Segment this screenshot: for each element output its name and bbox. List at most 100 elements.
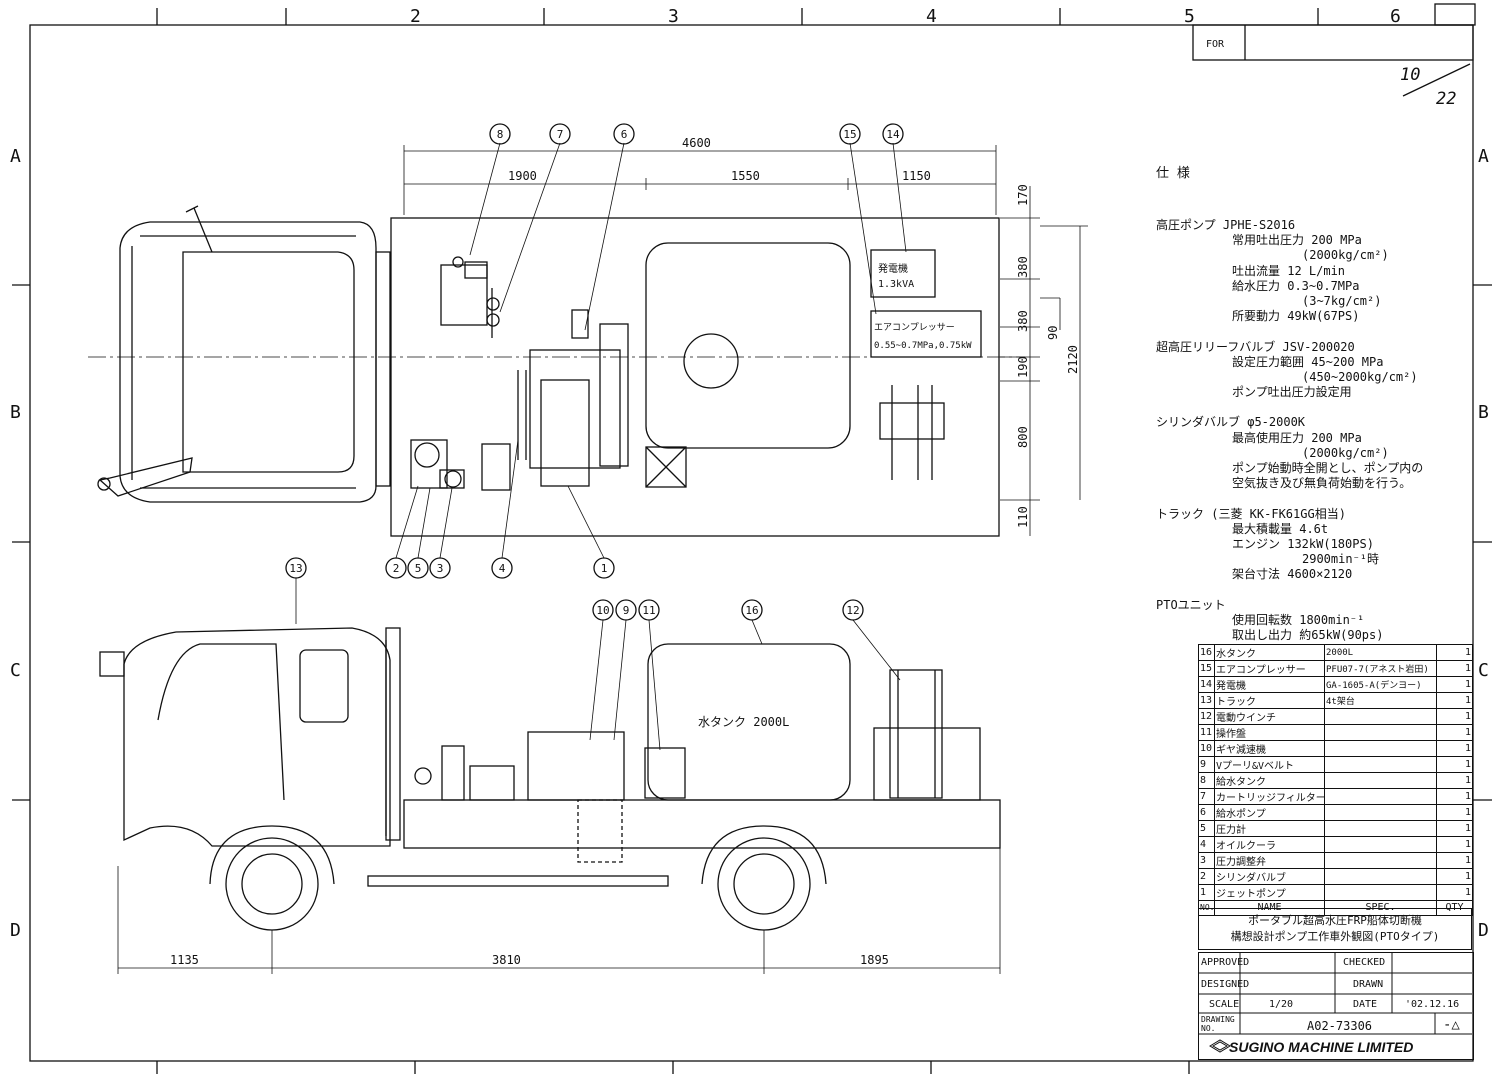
part-qty: 1	[1436, 740, 1473, 757]
part-name: オイルクーラ	[1214, 836, 1325, 853]
dim-text: 170	[1016, 184, 1030, 206]
row-label: C	[1478, 660, 1489, 681]
header-spec: SPEC.	[1324, 900, 1437, 916]
page-number: 10	[1400, 65, 1420, 85]
designed-label: DESIGNED	[1201, 979, 1250, 990]
spec-line	[1156, 583, 1423, 598]
part-qty: 1	[1436, 692, 1473, 709]
callout-number: 2	[393, 562, 400, 575]
generator-kva: 1.3kVA	[878, 279, 914, 290]
part-name: 発電機	[1214, 676, 1325, 693]
header-qty: QTY	[1436, 900, 1473, 916]
plan-tank	[645, 242, 851, 449]
part-name: ギヤ減速機	[1214, 740, 1325, 757]
spec-line: 最大積載量 4.6t	[1232, 521, 1329, 536]
scale-value: 1/20	[1269, 999, 1294, 1010]
spec-line: 吐出流量 12 L/min	[1232, 263, 1346, 278]
part-name: 電動ウインチ	[1214, 708, 1325, 725]
callout-circles	[285, 123, 904, 621]
part-spec	[1324, 708, 1437, 725]
spec-title: 仕 様	[1156, 166, 1190, 182]
compressor-spec: 0.55~0.7MPa,0.75kW	[874, 341, 972, 351]
callout-number: 15	[843, 128, 856, 141]
callout-number: 5	[415, 562, 422, 575]
approved-label: APPROVED	[1201, 957, 1250, 968]
dim-text: 90	[1046, 326, 1060, 340]
spec-line: 常用吐出圧力 200 MPa	[1232, 233, 1362, 248]
part-qty: 1	[1436, 788, 1473, 805]
callout-number: 13	[289, 562, 302, 575]
part-qty: 1	[1436, 884, 1473, 901]
spec-line: 最高使用圧力 200 MPa	[1232, 430, 1362, 445]
spec-line: (2000kg/cm²)	[1302, 445, 1389, 460]
row-label: B	[1478, 402, 1489, 423]
part-name: 給水タンク	[1214, 772, 1325, 789]
drawing-no-label: DRAWING NO.	[1201, 1015, 1235, 1033]
part-spec	[1324, 884, 1437, 901]
part-qty: 1	[1436, 852, 1473, 869]
spec-line: 給水圧力 0.3~0.7MPa	[1232, 278, 1360, 293]
spec-line	[1156, 400, 1423, 415]
side-bed	[403, 799, 1001, 849]
tank-label: 水タンク 2000L	[698, 715, 789, 729]
part-spec	[1324, 852, 1437, 869]
dim-text: 110	[1016, 506, 1030, 528]
part-no: 9	[1198, 756, 1215, 773]
part-no: 11	[1198, 724, 1215, 741]
part-spec	[1324, 724, 1437, 741]
part-no: 6	[1198, 804, 1215, 821]
date-value: '02.12.16	[1405, 999, 1460, 1010]
sheet-border	[29, 24, 1474, 1062]
part-no: 7	[1198, 788, 1215, 805]
approval-block: APPROVED CHECKED DESIGNED DRAWN SCALE 1/…	[1198, 952, 1474, 1060]
col-label: 5	[1184, 6, 1195, 27]
dim-text: 190	[1016, 356, 1030, 378]
title-block-grid	[1198, 952, 1472, 1053]
sugino-logo-icon	[1209, 1039, 1231, 1053]
col-label: 2	[410, 6, 421, 27]
part-no: 3	[1198, 852, 1215, 869]
col-label: 3	[668, 6, 679, 27]
part-spec	[1324, 836, 1437, 853]
spec-line: トラック (三菱 KK-FK61GG相当)	[1156, 506, 1346, 521]
callout-number: 12	[846, 604, 859, 617]
part-spec	[1324, 868, 1437, 885]
dim-text: 380	[1016, 310, 1030, 332]
part-qty: 1	[1436, 868, 1473, 885]
part-spec: PFU07-7(アネスト岩田)	[1324, 660, 1437, 677]
callout-number: 11	[642, 604, 655, 617]
company-name: SUGINO MACHINE LIMITED	[1229, 1039, 1414, 1055]
spec-line: (450~2000kg/cm²)	[1302, 369, 1418, 384]
spec-line: ポンプ吐出圧力設定用	[1232, 385, 1352, 400]
dim-text: 1135	[170, 953, 199, 967]
plan-view	[88, 142, 1088, 559]
dim-text: 1895	[860, 953, 889, 967]
part-qty: 1	[1436, 644, 1473, 661]
revision: -△	[1443, 1017, 1460, 1033]
part-spec	[1324, 772, 1437, 789]
part-qty: 1	[1436, 676, 1473, 693]
callout-number: 3	[437, 562, 444, 575]
callout-number: 1	[601, 562, 608, 575]
callout-number: 10	[596, 604, 609, 617]
part-qty: 1	[1436, 660, 1473, 677]
title-line-2: 構想設計ポンプ工作車外観図(PTOタイプ)	[1230, 930, 1440, 943]
callout-number: 8	[497, 128, 504, 141]
part-no: 2	[1198, 868, 1215, 885]
row-label: A	[1478, 146, 1489, 167]
dim-text: 380	[1016, 256, 1030, 278]
spec-line: (2000kg/cm²)	[1302, 248, 1389, 263]
